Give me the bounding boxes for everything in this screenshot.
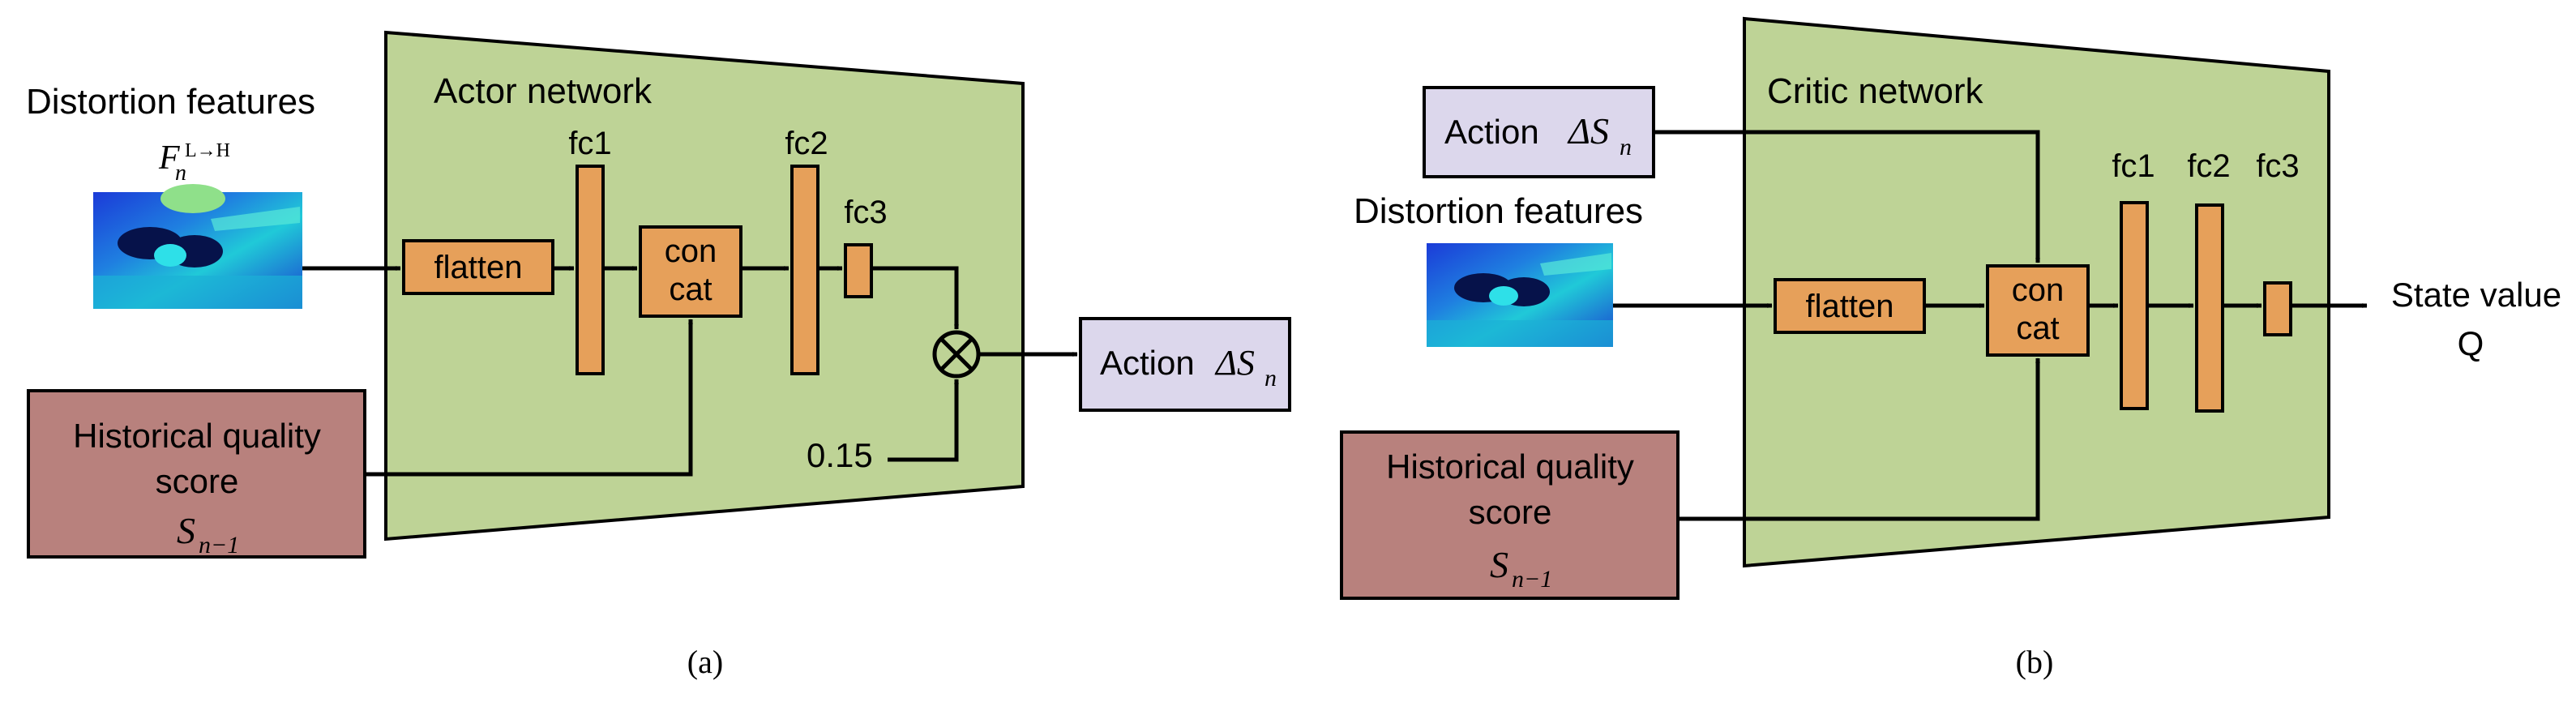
historical-score-symbol-a: S n−1: [177, 510, 239, 559]
fc1-layer-a: [576, 165, 605, 375]
concat-box-a: [639, 225, 742, 318]
fc3-layer-a: [844, 243, 873, 298]
connectors-b: [1613, 130, 2368, 521]
svg-text:Action: Action: [1444, 113, 1539, 151]
svg-text:n: n: [1620, 134, 1632, 161]
feature-symbol-a: F n L→H: [158, 139, 230, 186]
concat-label-b-line2: cat: [2016, 310, 2059, 346]
concat-box-b: [1986, 264, 2090, 357]
fc2-layer-a: [790, 165, 819, 375]
historical-score-symbol-b: S n−1: [1490, 544, 1552, 593]
distortion-features-label-a: Distortion features: [26, 82, 315, 122]
concat-label-b-line1: con: [2012, 272, 2065, 308]
concat-label-a-line2: cat: [669, 272, 712, 307]
distortion-feature-map-b: [1427, 243, 1613, 347]
caption-b: (b): [2016, 644, 2054, 680]
panel-a: Actor network Distortion features F n L→…: [26, 30, 1291, 680]
historical-score-label-b-line1: Historical quality: [1386, 447, 1634, 486]
historical-score-label-b-line2: score: [1469, 493, 1552, 531]
fc1-layer-b: [2120, 201, 2149, 410]
svg-text:Action: Action: [1100, 344, 1195, 382]
svg-text:S: S: [1490, 544, 1508, 585]
fc3-layer-b: [2263, 281, 2292, 336]
state-value-label-line1: State value: [2391, 276, 2561, 314]
critic-network-title: Critic network: [1767, 71, 1983, 111]
svg-text:ΔS: ΔS: [1214, 343, 1255, 383]
scale-value: 0.15: [807, 436, 873, 474]
concat-label-a-line1: con: [665, 233, 717, 269]
panel-b: Critic network Action ΔS n Distortion fe…: [1340, 16, 2561, 680]
svg-text:n−1: n−1: [1512, 566, 1552, 593]
fc3-label-a: fc3: [844, 195, 887, 230]
flatten-box-a: [402, 239, 554, 295]
fc1-label-a: fc1: [568, 126, 611, 161]
fc3-label-b: fc3: [2256, 148, 2299, 184]
caption-a: (a): [687, 644, 723, 680]
svg-text:n−1: n−1: [199, 532, 239, 559]
flatten-label-b: flatten: [1806, 289, 1894, 324]
historical-score-label-a-line2: score: [156, 462, 239, 500]
distortion-feature-map-a: [93, 184, 302, 309]
fc2-layer-b: [2195, 203, 2224, 413]
state-value-label-line2: Q: [2458, 324, 2484, 362]
historical-score-box-a: [27, 389, 366, 559]
svg-text:n: n: [1264, 365, 1277, 392]
historical-score-box-b: [1340, 430, 1680, 600]
historical-score-label-a-line1: Historical quality: [73, 417, 321, 455]
fc2-label-a: fc2: [785, 126, 828, 161]
svg-text:L→H: L→H: [185, 140, 230, 161]
flatten-label-a: flatten: [434, 250, 523, 285]
svg-text:ΔS: ΔS: [1567, 110, 1609, 152]
action-input-label-b: Action ΔS n: [1444, 110, 1632, 161]
multiply-node: [932, 330, 981, 379]
action-input-box-b: [1423, 86, 1655, 178]
distortion-features-label-b: Distortion features: [1354, 191, 1643, 231]
fc2-label-b: fc2: [2187, 148, 2230, 184]
svg-text:n: n: [175, 161, 186, 186]
flatten-box-b: [1774, 278, 1926, 334]
actor-network-title: Actor network: [434, 71, 653, 111]
action-output-label-a: Action ΔS n: [1100, 343, 1277, 392]
svg-text:F: F: [158, 139, 180, 177]
connectors-a: [302, 266, 1078, 477]
action-output-box-a: [1079, 317, 1291, 412]
svg-text:S: S: [177, 510, 195, 551]
fc1-label-b: fc1: [2112, 148, 2155, 184]
